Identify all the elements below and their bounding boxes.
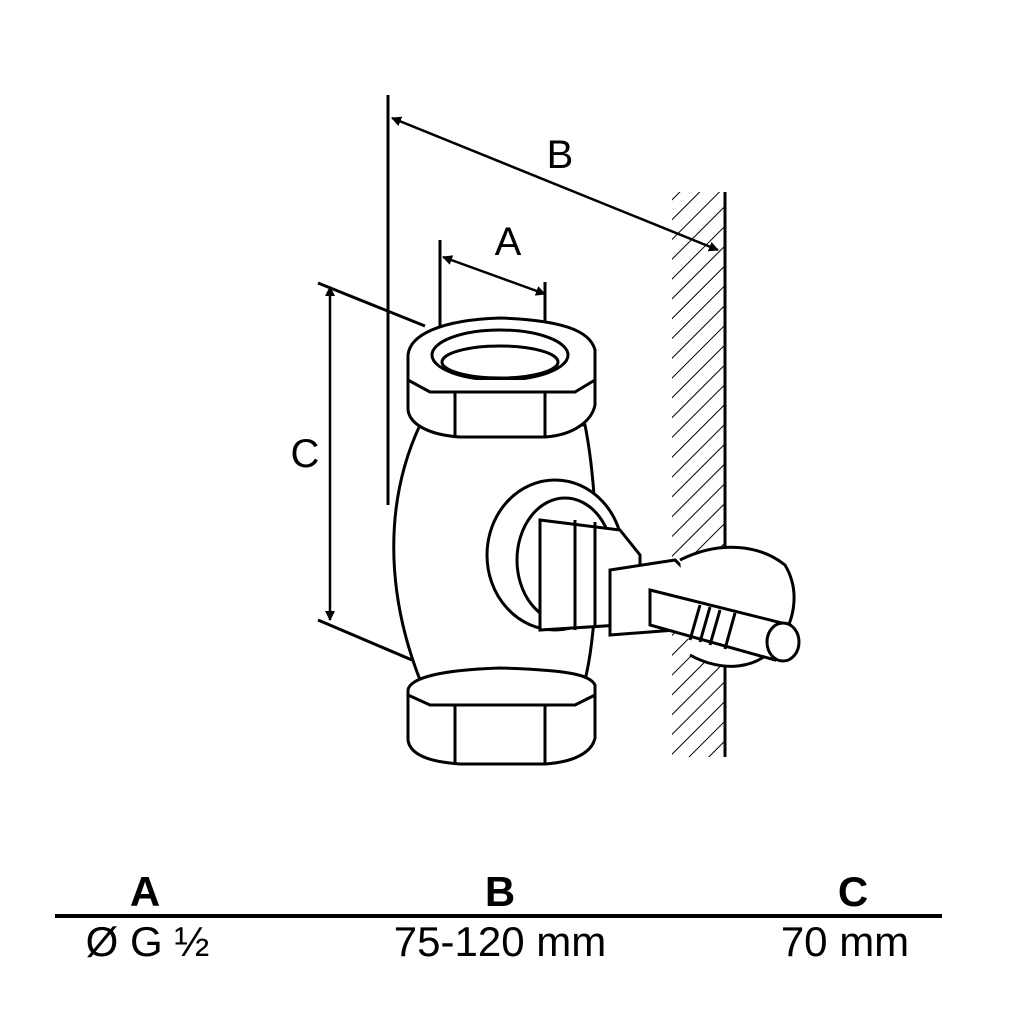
table-header-row: A B C [55, 868, 942, 915]
dimensions-table: A B C Ø G ½ 75-120 mm 70 mm [55, 868, 942, 965]
table-divider [55, 914, 942, 918]
header-a: A [129, 868, 161, 915]
value-c: 70 mm [780, 918, 910, 965]
dimension-a [438, 240, 547, 330]
value-a: Ø G ½ [85, 918, 210, 965]
header-b: B [484, 868, 516, 915]
table-value-row: Ø G ½ 75-120 mm 70 mm [55, 918, 942, 965]
wall [672, 192, 727, 757]
label-a: A [495, 220, 522, 264]
label-b: B [547, 133, 574, 177]
dimension-b [386, 95, 719, 505]
header-c: C [837, 868, 869, 915]
dimension-c [317, 281, 426, 662]
valve-body [392, 316, 801, 766]
value-b: 75-120 mm [393, 918, 607, 965]
label-c: C [291, 432, 320, 476]
